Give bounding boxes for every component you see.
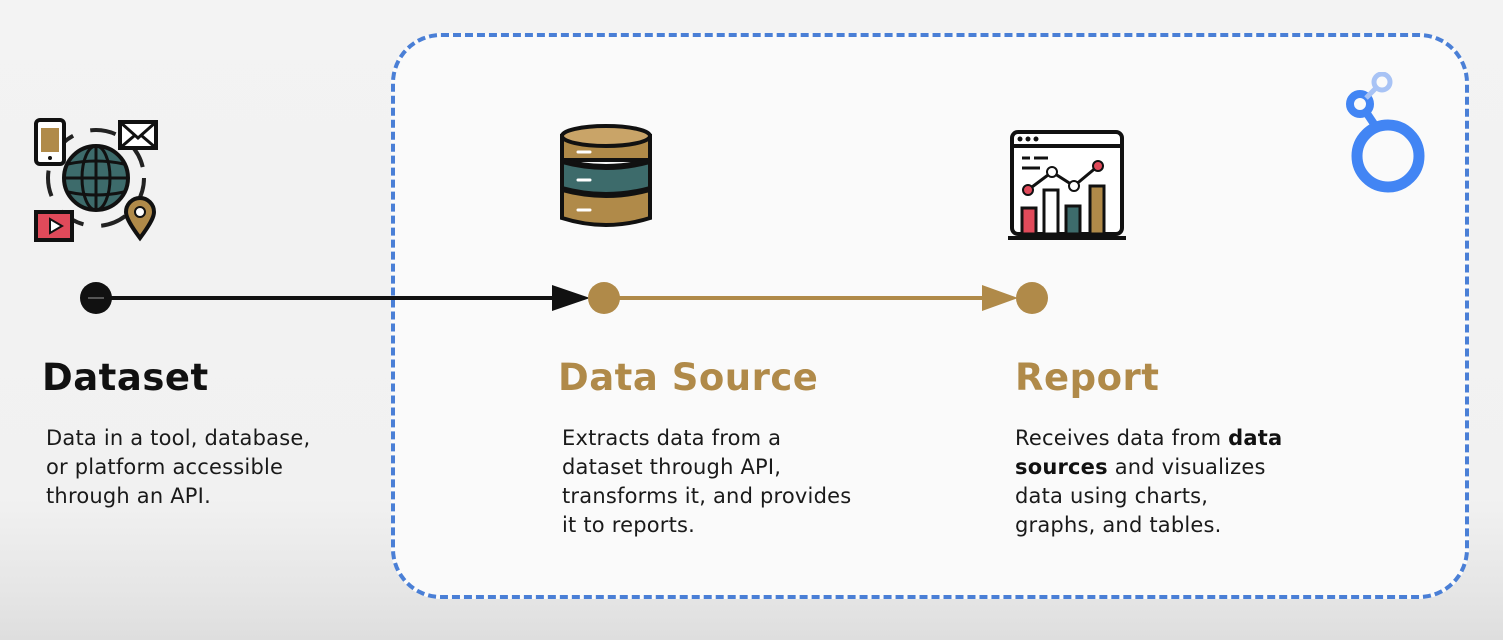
report-description: Receives data from data sources and visu…	[1015, 424, 1315, 540]
report-desc-text: and visualizes	[1107, 455, 1266, 479]
data-source-description-line: Extracts data from a	[562, 426, 782, 450]
dataset-description: Data in a tool, database, or platform ac…	[46, 424, 346, 511]
report-desc-bold: sources	[1015, 455, 1108, 479]
report-description-line: sources and visualizes	[1015, 453, 1315, 482]
report-description-line: Receives data from data	[1015, 424, 1315, 453]
node-dot-dataset	[80, 282, 112, 314]
report-description-line: graphs, and tables.	[1015, 513, 1222, 537]
dataset-title: Dataset	[42, 356, 209, 399]
data-source-description-line: it to reports.	[562, 513, 696, 537]
data-source-description-line: transforms it, and provides	[562, 484, 852, 508]
report-description-line: data using charts,	[1015, 484, 1209, 508]
report-desc-text: Receives data from	[1015, 426, 1229, 450]
dataset-description-line: or platform accessible	[46, 455, 284, 479]
report-desc-bold: data	[1228, 426, 1283, 450]
data-platform-boundary	[391, 33, 1469, 599]
report-title: Report	[1015, 356, 1160, 399]
data-source-description-line: dataset through API,	[562, 455, 782, 479]
dataset-description-line: through an API.	[46, 484, 211, 508]
devices-globe-icon	[30, 116, 162, 246]
chart-dashboard-icon	[1008, 128, 1126, 244]
looker-studio-logo-icon	[1344, 71, 1432, 196]
data-source-title: Data Source	[558, 356, 819, 399]
dataset-description-line: Data in a tool, database,	[46, 426, 311, 450]
database-icon	[556, 122, 656, 238]
data-source-description: Extracts data from a dataset through API…	[562, 424, 892, 540]
